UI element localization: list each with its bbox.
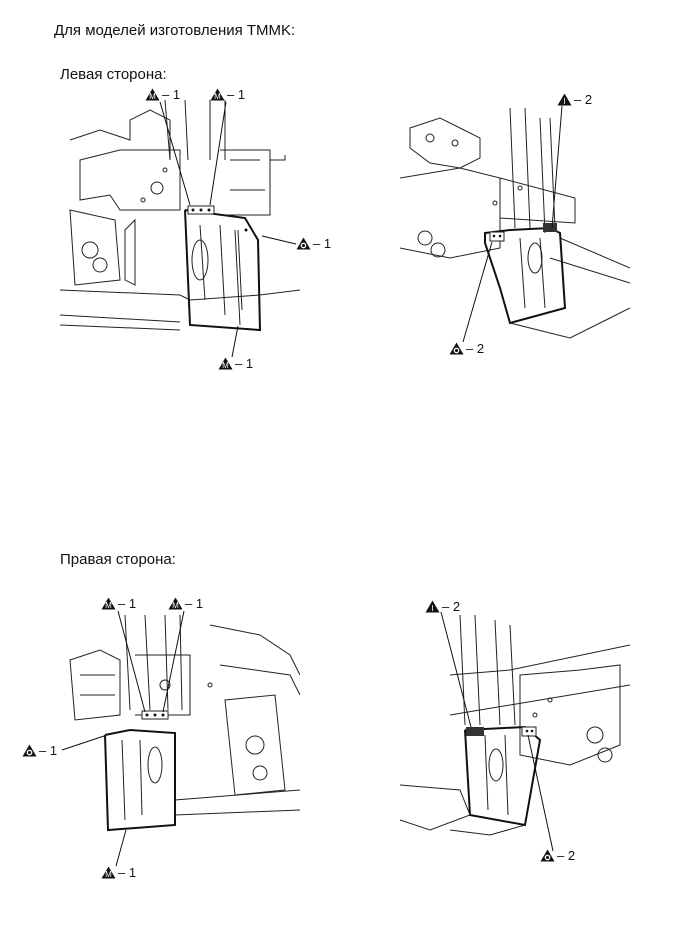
weld-callout-m1: M – 1: [168, 597, 203, 610]
weld-callout-o2: – 2: [540, 849, 575, 862]
weld-m-triangle-icon: M: [101, 866, 116, 879]
weld-callout-m1: M – 1: [218, 357, 253, 370]
weld-o-triangle-icon: [296, 237, 311, 250]
weld-callout-m1: M – 1: [101, 597, 136, 610]
weld-o-triangle-icon: [449, 342, 464, 355]
callout-text: – 1: [227, 87, 246, 102]
callout-text: – 1: [162, 87, 181, 102]
weld-i-triangle-icon: I: [557, 93, 572, 106]
callout-text: – 2: [574, 92, 593, 107]
callout-text: – 1: [118, 596, 137, 611]
weld-callout-m1: M – 1: [210, 88, 245, 101]
svg-text:M: M: [149, 92, 156, 101]
weld-callout-o2: – 2: [449, 342, 484, 355]
weld-callout-o1: – 1: [296, 237, 331, 250]
weld-callout-i2: I – 2: [425, 600, 460, 613]
weld-callout-m1: M – 1: [145, 88, 180, 101]
callout-text: – 2: [466, 341, 485, 356]
callout-text: – 1: [118, 865, 137, 880]
weld-callout-i2: I – 2: [557, 93, 592, 106]
left-side-heading: Левая сторона:: [60, 66, 167, 83]
left-side-outer-diagram: [60, 100, 300, 332]
svg-text:M: M: [105, 870, 112, 879]
weld-m-triangle-icon: M: [145, 88, 160, 101]
right-side-heading: Правая сторона:: [60, 551, 176, 568]
svg-text:M: M: [105, 601, 112, 610]
weld-m-triangle-icon: M: [101, 597, 116, 610]
svg-text:I: I: [431, 604, 433, 613]
right-side-outer-diagram: [69, 615, 300, 832]
callout-text: – 1: [185, 596, 204, 611]
weld-m-triangle-icon: M: [168, 597, 183, 610]
svg-text:M: M: [172, 601, 179, 610]
left-side-inner-diagram: [400, 108, 630, 339]
weld-m-triangle-icon: M: [210, 88, 225, 101]
page-title: Для моделей изготовления TMMK:: [54, 22, 296, 39]
callout-text: – 1: [235, 356, 254, 371]
callout-text: – 2: [557, 848, 576, 863]
svg-text:I: I: [563, 97, 565, 106]
svg-text:M: M: [222, 361, 229, 370]
callout-text: – 1: [313, 236, 332, 251]
weld-o-triangle-icon: [540, 849, 555, 862]
weld-o-triangle-icon: [22, 744, 37, 757]
svg-text:M: M: [214, 92, 221, 101]
right-side-inner-diagram: [400, 615, 630, 836]
weld-m-triangle-icon: M: [218, 357, 233, 370]
weld-callout-m1: M – 1: [101, 866, 136, 879]
weld-i-triangle-icon: I: [425, 600, 440, 613]
callout-text: – 1: [39, 743, 58, 758]
callout-text: – 2: [442, 599, 461, 614]
weld-callout-o1: – 1: [22, 744, 57, 757]
